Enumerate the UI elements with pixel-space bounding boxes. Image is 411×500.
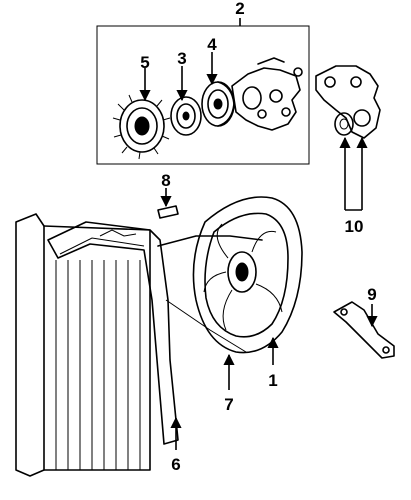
callout-4: 4	[207, 35, 217, 54]
water-pump-pulley	[201, 81, 235, 127]
callout-10: 10	[345, 217, 364, 236]
assembly-box	[96, 18, 310, 165]
callout-9: 9	[367, 285, 376, 304]
callout-8: 8	[161, 171, 170, 190]
callout-3: 3	[177, 49, 186, 68]
callout-6: 6	[171, 455, 180, 474]
callout-1: 1	[268, 371, 277, 390]
water-pump-outlet	[315, 65, 381, 139]
water-pump-housing	[231, 57, 303, 131]
callout-2: 2	[235, 0, 244, 18]
bracket	[333, 301, 395, 359]
shroud-clip	[157, 205, 179, 219]
callout-7: 7	[224, 395, 233, 414]
fan-clutch	[112, 92, 171, 160]
fan-shroud	[47, 221, 263, 445]
cooling-fan	[192, 196, 303, 354]
callout-5: 5	[140, 53, 149, 72]
radiator	[15, 213, 151, 477]
spacer-pulley	[170, 96, 202, 136]
leader-lines	[139, 52, 378, 450]
